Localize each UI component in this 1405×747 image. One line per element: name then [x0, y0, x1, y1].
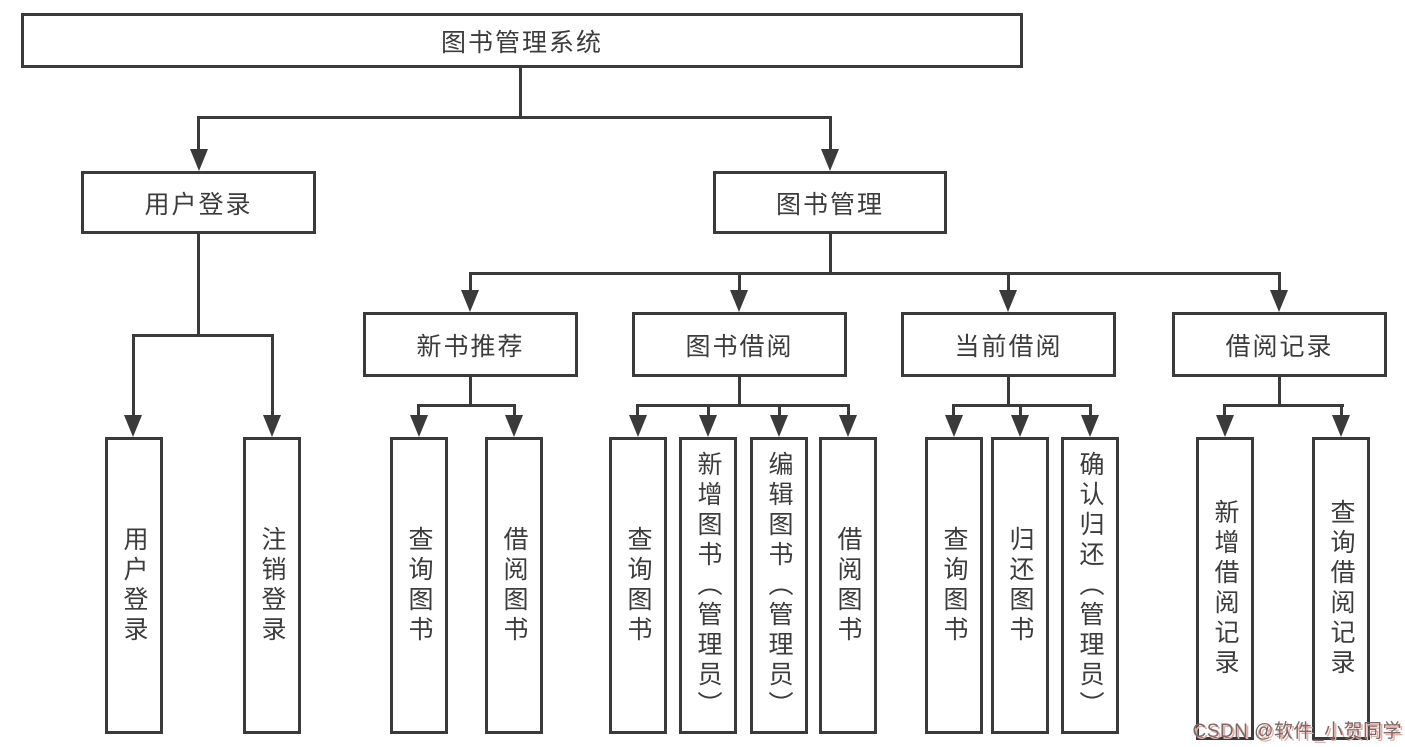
arrow-down-icon: [839, 415, 857, 437]
connector-line: [778, 404, 781, 418]
node-borrow-records: 借阅记录: [1172, 312, 1387, 377]
leaf-return-books: 归还图书: [991, 437, 1049, 734]
leaf-label: 借阅图书: [500, 525, 528, 646]
leaf-label: 查询借阅记录: [1327, 498, 1355, 679]
leaf-query-books-borrow: 查询图书: [609, 437, 667, 734]
arrow-down-icon: [461, 290, 479, 312]
leaf-label: 用户登录: [120, 525, 148, 646]
connector-line: [271, 334, 274, 417]
node-current-borrow: 当前借阅: [901, 312, 1116, 377]
connector-line: [1223, 404, 1226, 418]
arrow-down-icon: [410, 415, 428, 437]
node-root-library-system: 图书管理系统: [21, 13, 1023, 68]
node-book-management: 图书管理: [713, 171, 947, 234]
arrow-down-icon: [190, 149, 208, 171]
connector-line: [469, 377, 472, 407]
connector-line: [829, 116, 832, 152]
connector-line: [1089, 404, 1092, 418]
connector-line: [636, 404, 639, 418]
connector-line: [197, 116, 200, 152]
leaf-label: 借阅图书: [834, 525, 862, 646]
connector-line: [952, 404, 955, 418]
connector-line: [1340, 404, 1343, 418]
connector-line: [132, 334, 135, 417]
node-book-borrow: 图书借阅: [632, 312, 847, 377]
leaf-label: 查询图书: [405, 525, 433, 646]
arrow-down-icon: [821, 149, 839, 171]
arrow-down-icon: [1081, 415, 1099, 437]
leaf-borrow-books-recommend: 借阅图书: [485, 437, 543, 734]
leaf-add-borrow-record: 新增借阅记录: [1196, 437, 1254, 740]
connector-line: [1278, 377, 1281, 407]
leaf-query-books-recommend: 查询图书: [390, 437, 448, 734]
arrow-down-icon: [699, 415, 717, 437]
connector-line: [636, 404, 850, 407]
csdn-watermark: CSDN @软件_小贺同学: [1192, 721, 1402, 742]
connector-line: [1278, 272, 1281, 292]
arrow-down-icon: [263, 415, 281, 437]
arrow-down-icon: [124, 415, 142, 437]
connector-line: [469, 272, 472, 292]
arrow-down-icon: [1011, 415, 1029, 437]
arrow-down-icon: [629, 415, 647, 437]
arrow-down-icon: [945, 415, 963, 437]
connector-line: [197, 234, 200, 337]
connector-line: [417, 404, 420, 418]
arrow-down-icon: [730, 290, 748, 312]
leaf-add-books-admin: 新增图书（管理员）: [679, 437, 737, 734]
leaf-label: 新增借阅记录: [1211, 498, 1239, 679]
connector-line: [1019, 404, 1022, 418]
connector-line: [469, 272, 1281, 275]
leaf-edit-books-admin: 编辑图书（管理员）: [750, 437, 808, 734]
connector-line: [513, 404, 516, 418]
leaf-borrow-books: 借阅图书: [819, 437, 877, 734]
connector-line: [197, 116, 832, 119]
leaf-label: 确认归还（管理员）: [1076, 450, 1104, 721]
leaf-label: 查询图书: [940, 525, 968, 646]
node-new-book-recommend: 新书推荐: [363, 312, 578, 377]
connector-line: [952, 404, 1092, 407]
arrow-down-icon: [1332, 415, 1350, 437]
connector-line: [1223, 404, 1344, 407]
arrow-down-icon: [505, 415, 523, 437]
connector-line: [707, 404, 710, 418]
leaf-label: 归还图书: [1006, 525, 1034, 646]
connector-line: [1007, 272, 1010, 292]
arrow-down-icon: [1270, 290, 1288, 312]
leaf-user-login: 用户登录: [105, 437, 163, 734]
connector-line: [847, 404, 850, 418]
leaf-label: 查询图书: [624, 525, 652, 646]
connector-line: [738, 272, 741, 292]
connector-line: [738, 377, 741, 407]
arrow-down-icon: [1216, 415, 1234, 437]
leaf-label: 注销登录: [258, 525, 286, 646]
node-user-login: 用户登录: [81, 171, 316, 234]
connector-line: [519, 68, 522, 119]
leaf-label: 新增图书（管理员）: [694, 450, 722, 721]
arrow-down-icon: [999, 290, 1017, 312]
connector-line: [132, 334, 274, 337]
connector-line: [417, 404, 516, 407]
leaf-confirm-return-admin: 确认归还（管理员）: [1061, 437, 1119, 734]
leaf-query-borrow-record: 查询借阅记录: [1312, 437, 1370, 740]
leaf-label: 编辑图书（管理员）: [765, 450, 793, 721]
leaf-logout-login: 注销登录: [243, 437, 301, 734]
connector-line: [1007, 377, 1010, 407]
connector-line: [829, 234, 832, 275]
leaf-query-books-current: 查询图书: [925, 437, 983, 734]
arrow-down-icon: [770, 415, 788, 437]
